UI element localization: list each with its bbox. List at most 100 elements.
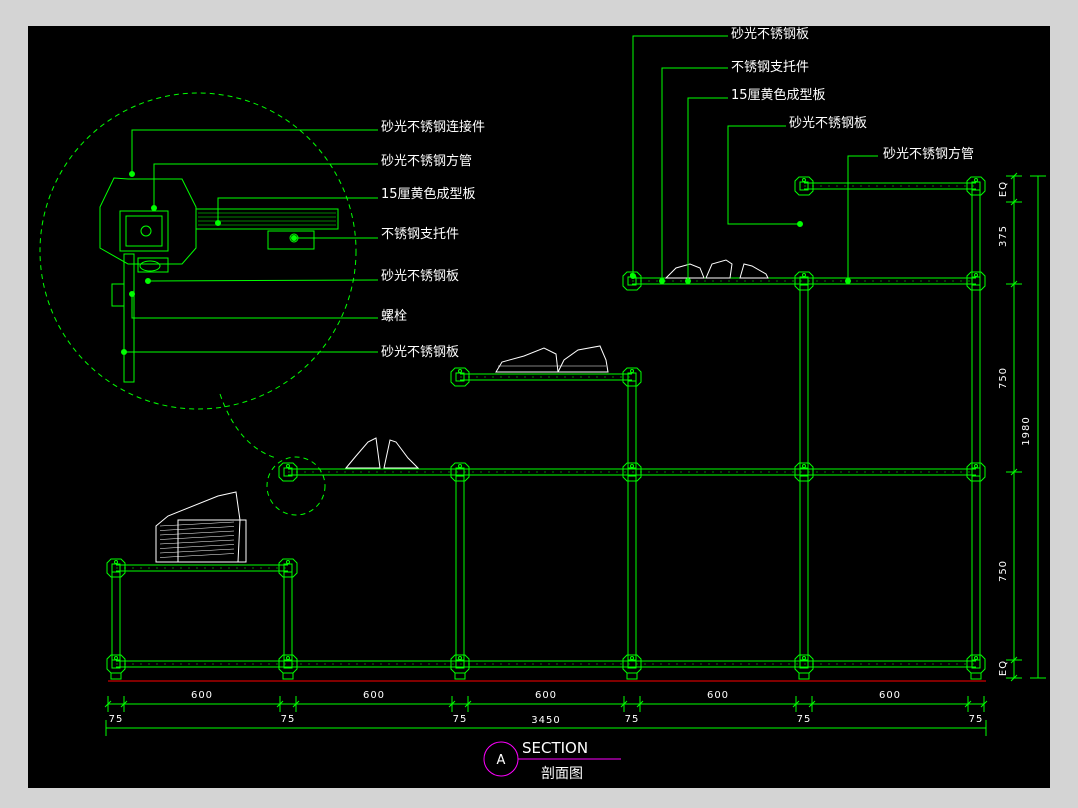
base-joint-6-bolt bbox=[974, 656, 978, 660]
joint-7-bolt bbox=[974, 464, 978, 468]
dim-slash-2 bbox=[120, 700, 128, 708]
section-subtitle: 剖面图 bbox=[541, 766, 583, 782]
leader-5 bbox=[147, 279, 379, 282]
foot-5 bbox=[798, 672, 810, 680]
base-joint-6-octagon bbox=[966, 654, 986, 674]
joint-2-octagon bbox=[278, 558, 298, 578]
dim-post-2: 75 bbox=[281, 714, 296, 725]
dim-post-3: 75 bbox=[453, 714, 468, 725]
leader-8 bbox=[632, 35, 728, 276]
leader-11 bbox=[727, 125, 800, 225]
dim-vslash-6 bbox=[1010, 674, 1018, 682]
dim-slash-5 bbox=[448, 700, 456, 708]
leader-dot-4 bbox=[291, 235, 297, 241]
display-items bbox=[155, 259, 769, 563]
leader-dot-5 bbox=[145, 278, 151, 284]
sandal-3 bbox=[739, 263, 769, 279]
leader-dot-8 bbox=[630, 273, 636, 279]
detail-label-plate-2: 砂光不锈钢板 bbox=[381, 345, 459, 360]
joint-13-bolt bbox=[802, 178, 806, 182]
dim-slash-4 bbox=[292, 700, 300, 708]
cad-viewport[interactable]: 砂光不锈钢连接件 砂光不锈钢方管 15厘黄色成型板 不锈钢支托件 砂光不锈钢板 … bbox=[28, 26, 1050, 788]
joint-2-bolt bbox=[286, 560, 290, 564]
joint-14-bolt bbox=[974, 178, 978, 182]
sandal-1 bbox=[664, 263, 705, 279]
leader-3 bbox=[217, 197, 378, 223]
base-joint-4-bolt bbox=[630, 656, 634, 660]
boot-outline bbox=[155, 491, 241, 563]
detail-bolt-hole bbox=[140, 225, 152, 237]
dim-module-5: 600 bbox=[879, 690, 901, 701]
detail-label-support: 不锈钢支托件 bbox=[381, 227, 459, 242]
heel-left bbox=[344, 437, 381, 469]
joint-1-bolt bbox=[114, 560, 118, 564]
leader-6 bbox=[131, 294, 378, 319]
top-label-support: 不锈钢支托件 bbox=[731, 60, 809, 75]
dim-slash-12 bbox=[980, 700, 988, 708]
top-label-square-tube: 砂光不锈钢方管 bbox=[883, 146, 974, 162]
joint-8-octagon bbox=[450, 367, 470, 387]
dim-vertical-750-lower: 750 bbox=[998, 560, 1009, 582]
foot-2 bbox=[282, 672, 294, 680]
base-joint-3-bolt bbox=[458, 656, 462, 660]
boot-hatch-3 bbox=[159, 530, 235, 536]
detail-label-bolt: 螺栓 bbox=[381, 309, 407, 324]
dim-total: 3450 bbox=[531, 715, 560, 726]
dim-post-5: 75 bbox=[797, 714, 812, 725]
joint-14-octagon bbox=[966, 176, 986, 196]
detail-label-yellow-board: 15厘黄色成型板 bbox=[381, 186, 476, 202]
detail-circle bbox=[39, 92, 357, 410]
detail-bracket bbox=[137, 257, 169, 273]
boot-hatch-6 bbox=[159, 544, 235, 549]
detail-support bbox=[267, 230, 315, 250]
foot-6 bbox=[970, 672, 982, 680]
dim-vertical-eq-bottom: EQ bbox=[998, 660, 1009, 676]
joint-3-octagon bbox=[278, 462, 298, 482]
joint-9-bolt bbox=[630, 369, 634, 373]
leader-dot-12 bbox=[845, 278, 851, 284]
base-joint-4-octagon bbox=[622, 654, 642, 674]
detail-connector-arc bbox=[219, 393, 277, 459]
leader-1 bbox=[131, 129, 378, 174]
leader-dot-10 bbox=[685, 278, 691, 284]
dim-vslash-4 bbox=[1010, 468, 1018, 476]
joint-9-octagon bbox=[622, 367, 642, 387]
foot-3 bbox=[454, 672, 466, 680]
joint-10-octagon bbox=[622, 271, 642, 291]
boot-hatch-7 bbox=[159, 548, 235, 554]
dim-slash-7 bbox=[620, 700, 628, 708]
joint-5-octagon bbox=[622, 462, 642, 482]
dim-slash-8 bbox=[636, 700, 644, 708]
detail-source-circle bbox=[266, 456, 326, 516]
joint-7-octagon bbox=[966, 462, 986, 482]
joint-11-octagon bbox=[794, 271, 814, 291]
foot-4 bbox=[626, 672, 638, 680]
leader-dot-1 bbox=[129, 171, 135, 177]
detail-label-connector: 砂光不锈钢连接件 bbox=[381, 119, 485, 135]
leader-dot-11 bbox=[797, 221, 803, 227]
section-title: SECTION bbox=[522, 739, 588, 757]
leader-dot-7 bbox=[121, 349, 127, 355]
leader-9 bbox=[661, 67, 728, 281]
top-label-plate: 砂光不锈钢板 bbox=[731, 27, 809, 42]
top-label-plate-2: 砂光不锈钢板 bbox=[789, 116, 867, 131]
joint-11-bolt bbox=[802, 273, 806, 277]
dim-vslash-1 bbox=[1010, 172, 1018, 180]
detail-bolt-head bbox=[111, 283, 125, 307]
joint-1-octagon bbox=[106, 558, 126, 578]
leader-dot-3 bbox=[215, 220, 221, 226]
heel-right bbox=[383, 439, 420, 469]
leader-12 bbox=[847, 155, 878, 281]
leader-dot-9 bbox=[659, 278, 665, 284]
base-joint-2-octagon bbox=[278, 654, 298, 674]
joint-3-bolt bbox=[286, 464, 290, 468]
joint-12-bolt bbox=[974, 273, 978, 277]
section-marker-letter: A bbox=[497, 753, 506, 768]
detail-tube-outer bbox=[119, 210, 169, 252]
dim-module-1: 600 bbox=[191, 690, 213, 701]
detail-octagon bbox=[99, 177, 197, 265]
dim-vertical-total: 1980 bbox=[1021, 416, 1032, 445]
detail-bracket-slot bbox=[139, 260, 161, 272]
dim-slash-9 bbox=[792, 700, 800, 708]
dim-post-1: 75 bbox=[109, 714, 124, 725]
